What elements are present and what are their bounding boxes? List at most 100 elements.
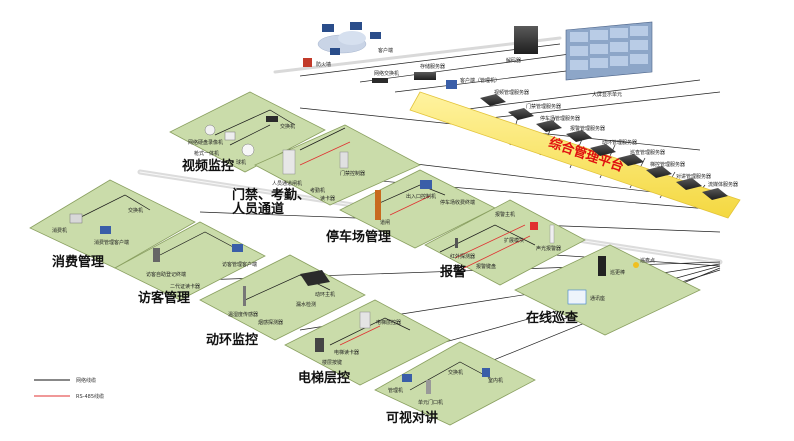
parking-server-label: 停车场管理服务器 bbox=[540, 115, 580, 122]
bullet-camera-icon bbox=[224, 131, 236, 141]
door-station-icon bbox=[426, 380, 431, 394]
patrol-base-label: 通讯座 bbox=[590, 295, 605, 302]
mgmt-station-icon bbox=[402, 374, 412, 382]
core-switch: 网络交换机 bbox=[372, 70, 399, 83]
consume-switch-label: 交换机 bbox=[128, 207, 143, 214]
parking-terminal-label: 停车场收费终端 bbox=[440, 199, 475, 206]
cam-dome-label: 球机 bbox=[236, 159, 246, 166]
env-server-label: 动环管理服务器 bbox=[602, 139, 637, 146]
laptop-icon bbox=[370, 32, 381, 39]
env-server: 动环管理服务器 bbox=[590, 139, 637, 156]
firewall-icon bbox=[303, 58, 312, 67]
title-elevator: 电梯层控 bbox=[298, 370, 350, 386]
pc-client: 客户端（管理机） bbox=[446, 77, 500, 89]
monitor-icon bbox=[100, 226, 111, 234]
barrier-label: 道闸 bbox=[380, 219, 390, 226]
gate-label: 人员通道闸机 bbox=[272, 180, 302, 187]
title-parking: 停车场管理 bbox=[326, 229, 391, 245]
env-host-icon bbox=[300, 270, 330, 286]
storage-icon bbox=[414, 72, 436, 80]
subsystem-titles: 视频监控 门禁、考勤、人员通道 停车场管理 消费管理 访客管理 报警 动环监控 … bbox=[52, 158, 579, 426]
turnstile-icon bbox=[282, 149, 296, 175]
pir-icon bbox=[455, 238, 458, 248]
temp-sensor-label: 温湿度传感器 bbox=[228, 311, 258, 318]
panel-network-lines bbox=[74, 109, 536, 391]
elevator-reader-label: 电梯读卡器 bbox=[334, 349, 359, 356]
alarm-module-label: 扩展模块 bbox=[504, 237, 524, 244]
card-reader-label: 读卡器 bbox=[320, 195, 335, 202]
laptop-icon bbox=[322, 24, 334, 32]
rack-icon bbox=[514, 26, 538, 54]
video-switch-label: 交换机 bbox=[280, 123, 295, 130]
ptz-camera-icon bbox=[241, 143, 255, 157]
pc-client-label: 客户端（管理机） bbox=[460, 77, 500, 84]
elevator-panel-label: 楼层按键 bbox=[322, 359, 342, 366]
elevator-server: 梯控管理服务器 bbox=[646, 161, 685, 178]
card-reader-icon bbox=[339, 151, 349, 169]
title-env: 动环监控 bbox=[206, 332, 258, 348]
pir-label: 红外探测器 bbox=[450, 253, 475, 260]
env-host-label: 动环主机 bbox=[315, 291, 335, 298]
intercom-server: 对讲管理服务器 bbox=[676, 173, 711, 190]
smoke-label: 烟感探测器 bbox=[258, 319, 283, 326]
alarm-server: 报警管理服务器 bbox=[566, 125, 605, 142]
parking-server: 停车场管理服务器 bbox=[536, 115, 580, 132]
ac-ctrl-label: 门禁控制器 bbox=[340, 170, 365, 177]
intercom-switch-label: 交换机 bbox=[448, 369, 463, 376]
video-wall-label: 大屏显示单元 bbox=[592, 91, 622, 98]
switch-icon bbox=[372, 78, 388, 83]
beam-icon bbox=[549, 224, 555, 244]
patrol-point-label: 巡查点 bbox=[640, 257, 655, 264]
alarm-host-label: 报警主机 bbox=[495, 211, 515, 218]
panel-alarm bbox=[424, 199, 586, 286]
media-server: 流媒体服务器 bbox=[702, 181, 738, 200]
panel-video bbox=[169, 91, 326, 173]
storage-label: 存储服务器 bbox=[420, 63, 445, 70]
decoder-rack: 解码器 bbox=[506, 26, 538, 64]
parking-ctrl-label: 出入口控制机 bbox=[406, 193, 436, 200]
switch-icon bbox=[266, 116, 278, 122]
indoor-monitor-icon bbox=[482, 368, 490, 377]
video-server-label: 视频管理服务器 bbox=[494, 89, 529, 96]
patrol-handheld-label: 巡更棒 bbox=[610, 269, 625, 276]
title-visitor: 访客管理 bbox=[138, 290, 190, 306]
patrol-point-icon bbox=[633, 262, 639, 268]
legend-black-label: 网络线缆 bbox=[76, 377, 96, 384]
panel-elevator bbox=[284, 299, 451, 386]
cam-bullet-label: 枪式一体机 bbox=[194, 150, 219, 157]
elevator-ctrl-icon bbox=[359, 311, 371, 329]
kiosk-icon bbox=[153, 248, 160, 262]
client-label: 客户端 bbox=[378, 47, 393, 54]
video-server: 视频管理服务器 bbox=[480, 89, 529, 106]
dome-camera-icon bbox=[204, 124, 216, 136]
keyboard-label: 报警键盘 bbox=[476, 263, 496, 270]
access-server-label: 门禁管理服务器 bbox=[526, 103, 561, 110]
title-consume: 消费管理 bbox=[52, 254, 104, 270]
alarm-server-label: 报警管理服务器 bbox=[570, 125, 605, 132]
mgmt-station-label: 管理机 bbox=[388, 387, 403, 394]
consume-terminal-label: 消费管理客户端 bbox=[94, 239, 129, 246]
attendance-label: 考勤机 bbox=[310, 187, 325, 194]
media-server-label: 流媒体服务器 bbox=[708, 181, 738, 188]
laptop-icon bbox=[330, 48, 340, 55]
sensor-icon bbox=[243, 286, 246, 306]
patrol-server-label: 巡查管理服务器 bbox=[630, 149, 665, 156]
id-reader-label: 二代证读卡器 bbox=[170, 283, 200, 290]
terminal-icon bbox=[420, 180, 432, 189]
storage: 存储服务器 bbox=[414, 63, 445, 80]
title-intercom: 可视对讲 bbox=[386, 410, 438, 426]
elevator-ctrl-label: 电梯层控器 bbox=[376, 319, 401, 326]
barrier-icon bbox=[375, 190, 381, 220]
pos-icon bbox=[69, 213, 83, 224]
title-access: 门禁、考勤、人员通道 bbox=[232, 187, 310, 217]
laptop-icon bbox=[350, 22, 362, 30]
panel-patrol bbox=[514, 244, 701, 336]
title-alarm: 报警 bbox=[440, 264, 466, 280]
firewall: 防火墙 bbox=[303, 58, 331, 68]
video-wall: 大屏显示单元 bbox=[565, 21, 653, 98]
decoder-label: 解码器 bbox=[506, 57, 521, 64]
visitor-terminal-label: 访客管理客户端 bbox=[222, 261, 257, 268]
title-patrol: 在线巡查 bbox=[526, 310, 579, 326]
